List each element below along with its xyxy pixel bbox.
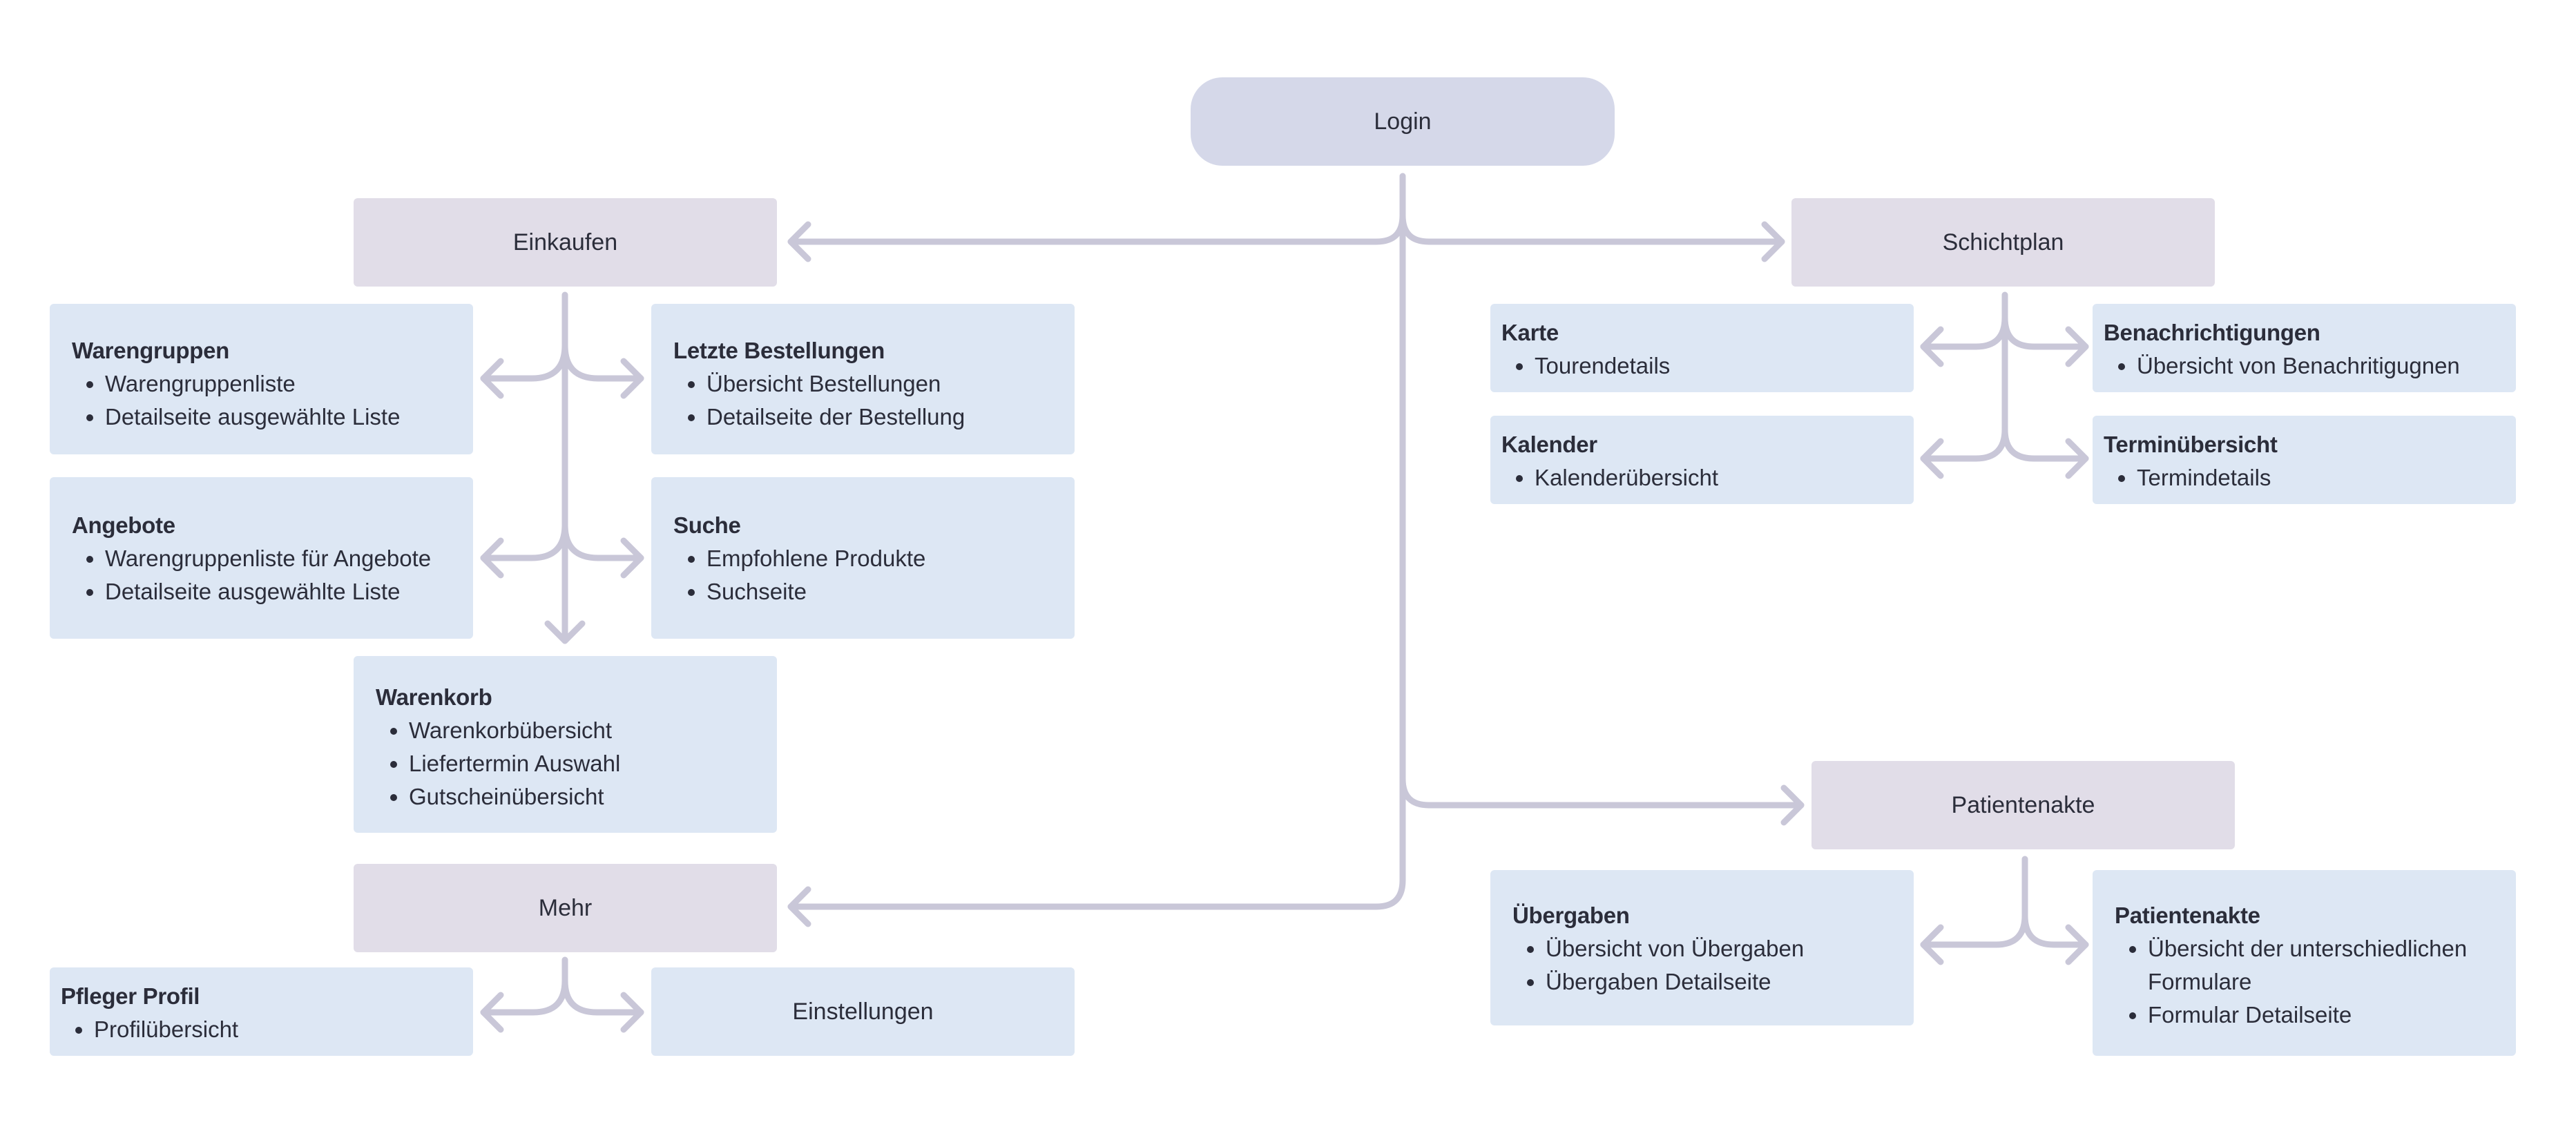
suche-card: Suche Empfohlene Produkte Suchseite	[651, 477, 1075, 639]
warengruppen-list: Warengruppenliste Detailseite ausgewählt…	[72, 367, 451, 434]
list-item: Übersicht der unterschiedlichen Formular…	[2148, 932, 2494, 999]
pfleger-profil-card: Pfleger Profil Profilübersicht	[50, 967, 473, 1056]
pfleger-profil-title: Pfleger Profil	[61, 983, 200, 1009]
karte-title: Karte	[1501, 320, 1559, 345]
warengruppen-title: Warengruppen	[72, 338, 230, 363]
uebergaben-list: Übersicht von Übergaben Übergaben Detail…	[1512, 932, 1892, 999]
list-item: Detailseite der Bestellung	[707, 401, 1052, 434]
list-item: Tourendetails	[1535, 349, 1903, 383]
warenkorb-list: Warenkorbübersicht Liefertermin Auswahl …	[376, 714, 755, 813]
angebote-title: Angebote	[72, 512, 175, 538]
arrow-login-einkaufen	[787, 173, 1406, 245]
terminuebersicht-title: Terminübersicht	[2104, 432, 2278, 457]
benachrichtigungen-card: Benachrichtigungen Übersicht von Benachr…	[2093, 304, 2516, 392]
list-item: Profilübersicht	[94, 1013, 462, 1046]
terminuebersicht-card: Terminübersicht Termindetails	[2093, 416, 2516, 504]
angebote-card: Angebote Warengruppenliste für Angebote …	[50, 477, 473, 639]
arrow-einkaufen-letzte	[561, 342, 644, 382]
list-item: Formular Detailseite	[2148, 999, 2494, 1032]
arrow-login-mehr	[787, 775, 1406, 910]
warenkorb-title: Warenkorb	[376, 684, 492, 710]
list-item: Termindetails	[2137, 461, 2505, 494]
list-item: Übersicht Bestellungen	[707, 367, 1052, 401]
arrow-login-schichtplan	[1399, 212, 1785, 245]
mehr-label: Mehr	[538, 894, 593, 921]
letzte-bestellungen-card: Letzte Bestellungen Übersicht Bestellung…	[651, 304, 1075, 454]
suche-title: Suche	[673, 512, 741, 538]
angebote-list: Warengruppenliste für Angebote Detailsei…	[72, 542, 451, 608]
benachrichtigungen-title: Benachrichtigungen	[2104, 320, 2320, 345]
einkaufen-node: Einkaufen	[354, 198, 777, 287]
einstellungen-card: Einstellungen	[651, 967, 1075, 1056]
list-item: Übersicht von Übergaben	[1546, 932, 1892, 965]
pfleger-profil-list: Profilübersicht	[61, 1013, 462, 1046]
list-item: Übersicht von Benachritigugnen	[2137, 349, 2505, 383]
arrow-mehr-einstellungen	[561, 977, 644, 1016]
einstellungen-label: Einstellungen	[792, 998, 934, 1025]
list-item: Empfohlene Produkte	[707, 542, 1052, 575]
arrow-patientenakte-akte	[2021, 912, 2089, 948]
kalender-card: Kalender Kalenderübersicht	[1490, 416, 1914, 504]
letzte-bestellungen-list: Übersicht Bestellungen Detailseite der B…	[673, 367, 1052, 434]
list-item: Detailseite ausgewählte Liste	[105, 575, 451, 608]
schichtplan-node: Schichtplan	[1791, 198, 2215, 287]
uebergaben-title: Übergaben	[1512, 903, 1630, 928]
list-item: Warenkorbübersicht	[409, 714, 755, 747]
warenkorb-card: Warenkorb Warenkorbübersicht Liefertermi…	[354, 656, 777, 833]
letzte-bestellungen-title: Letzte Bestellungen	[673, 338, 885, 363]
list-item: Warengruppenliste für Angebote	[105, 542, 451, 575]
list-item: Liefertermin Auswahl	[409, 747, 755, 780]
patientenakte-card-list: Übersicht der unterschiedlichen Formular…	[2115, 932, 2494, 1032]
list-item: Detailseite ausgewählte Liste	[105, 401, 451, 434]
terminuebersicht-list: Termindetails	[2104, 461, 2505, 494]
list-item: Warengruppenliste	[105, 367, 451, 401]
login-label: Login	[1374, 108, 1432, 135]
mehr-node: Mehr	[354, 864, 777, 952]
kalender-list: Kalenderübersicht	[1501, 461, 1903, 494]
karte-list: Tourendetails	[1501, 349, 1903, 383]
login-node: Login	[1191, 77, 1615, 166]
schichtplan-label: Schichtplan	[1942, 229, 2064, 255]
list-item: Gutscheinübersicht	[409, 780, 755, 813]
patientenakte-label: Patientenakte	[1951, 791, 2095, 818]
arrow-einkaufen-suche	[561, 521, 644, 561]
list-item: Übergaben Detailseite	[1546, 965, 1892, 999]
kalender-title: Kalender	[1501, 432, 1597, 457]
list-item: Kalenderübersicht	[1535, 461, 1903, 494]
suche-list: Empfohlene Produkte Suchseite	[673, 542, 1052, 608]
list-item: Suchseite	[707, 575, 1052, 608]
arrow-schichtplan-karte	[1920, 291, 2008, 350]
patientenakte-card-title: Patientenakte	[2115, 903, 2260, 928]
warengruppen-card: Warengruppen Warengruppenliste Detailsei…	[50, 304, 473, 454]
benachrichtigungen-list: Übersicht von Benachritigugnen	[2104, 349, 2505, 383]
arrow-schichtplan-termin	[2001, 426, 2089, 462]
uebergaben-card: Übergaben Übersicht von Übergaben Überga…	[1490, 870, 1914, 1025]
patientenakte-card: Patientenakte Übersicht der unterschiedl…	[2093, 870, 2516, 1056]
einkaufen-label: Einkaufen	[512, 229, 618, 255]
patientenakte-node: Patientenakte	[1811, 761, 2235, 849]
karte-card: Karte Tourendetails	[1490, 304, 1914, 392]
